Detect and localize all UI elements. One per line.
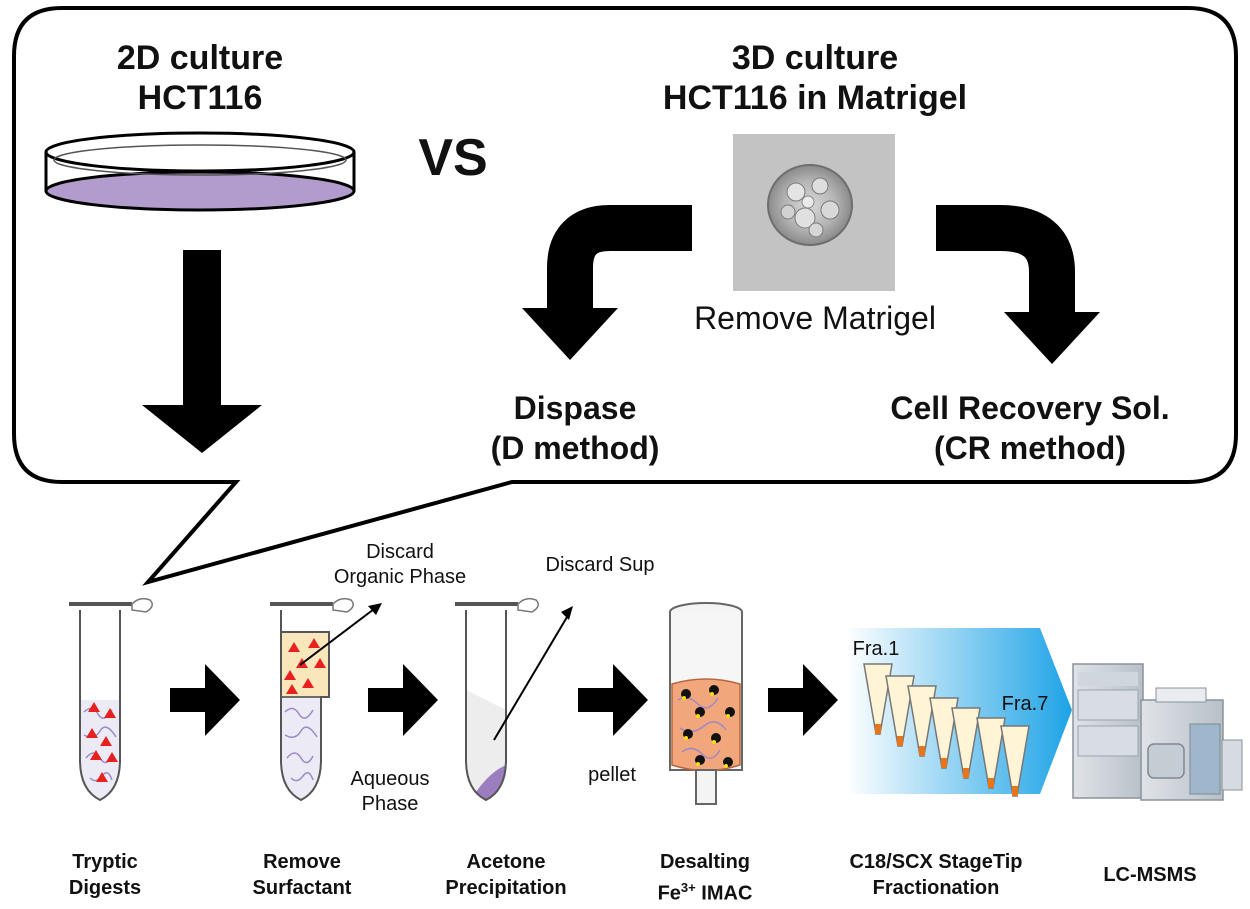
step-desalting-fe: Fe: [657, 882, 681, 905]
petri-dish-icon: [44, 131, 356, 212]
step-acetone-line1: Acetone: [466, 851, 546, 873]
step-lcmsms-label: LC-MSMS: [1103, 864, 1197, 886]
aqueous-phase-label: Aqueous Phase: [350, 768, 430, 815]
step-surfactant-line2: Surfactant: [252, 877, 352, 899]
curved-arrow-right-icon: [936, 205, 1100, 364]
vs-label: VS: [418, 129, 488, 187]
culture-2d-title: 2D culture HCT116: [60, 38, 340, 118]
step-acetone-label: Acetone Precipitation: [426, 849, 586, 901]
step-acetone-line2: Precipitation: [445, 877, 567, 899]
method-cr-line1: Cell Recovery Sol.: [890, 390, 1170, 426]
pellet-label: pellet: [588, 764, 636, 786]
tube-acetone-icon: [455, 597, 573, 802]
spheroid-image: [733, 134, 895, 291]
down-arrow-icon: [142, 250, 262, 453]
step-fractionation-line2: Fractionation: [872, 877, 1000, 899]
step-desalting-imac: IMAC: [695, 882, 753, 905]
culture-2d-line1: 2D culture: [116, 39, 284, 77]
step-tryptic-line2: Digests: [68, 877, 142, 899]
culture-3d-line2: HCT116 in Matrigel: [662, 79, 968, 117]
imac-column-icon: [669, 602, 743, 805]
method-d-line2: (D method): [490, 430, 660, 466]
fra1-label: Fra.1: [852, 638, 900, 660]
step-tryptic-label: Tryptic Digests: [40, 849, 170, 901]
culture-3d-line1: 3D culture: [731, 39, 899, 77]
tube-tryptic-icon: [69, 597, 153, 802]
method-d-label: Dispase (D method): [440, 388, 710, 468]
step-desalting-line2: Fe3+ IMAC: [630, 875, 780, 907]
stagetip-icon: [863, 663, 1030, 797]
method-cr-line2: (CR method): [934, 430, 1126, 466]
step-surfactant-line1: Remove: [263, 851, 341, 873]
tube-surfactant-icon: [270, 597, 382, 802]
step-surfactant-label: Remove Surfactant: [232, 849, 372, 901]
discard-sup-label: Discard Sup: [545, 554, 655, 576]
step-desalting-sup: 3+: [680, 880, 696, 895]
remove-matrigel-label: Remove Matrigel: [694, 300, 936, 336]
step-arrow-icon: [368, 664, 438, 736]
step-desalting-label: Desalting Fe3+ IMAC: [630, 849, 780, 907]
lc-msms-instrument-icon: [1072, 663, 1243, 801]
fra7-label: Fra.7: [1001, 693, 1049, 715]
discard-organic-label: Discard Organic Phase: [333, 541, 467, 588]
step-tryptic-line1: Tryptic: [72, 851, 138, 873]
step-fractionation-line1: C18/SCX StageTip: [849, 851, 1023, 873]
culture-3d-title: 3D culture HCT116 in Matrigel: [600, 38, 1030, 118]
step-arrow-icon: [170, 664, 240, 736]
method-cr-label: Cell Recovery Sol. (CR method): [840, 388, 1220, 468]
step-fractionation-label: C18/SCX StageTip Fractionation: [826, 849, 1046, 901]
curved-arrow-left-icon: [522, 205, 692, 360]
step-arrow-icon: [768, 664, 838, 736]
method-d-line1: Dispase: [513, 390, 637, 426]
step-desalting-line1: Desalting: [659, 851, 751, 873]
step-arrow-icon: [578, 664, 648, 736]
culture-2d-line2: HCT116: [137, 79, 263, 117]
